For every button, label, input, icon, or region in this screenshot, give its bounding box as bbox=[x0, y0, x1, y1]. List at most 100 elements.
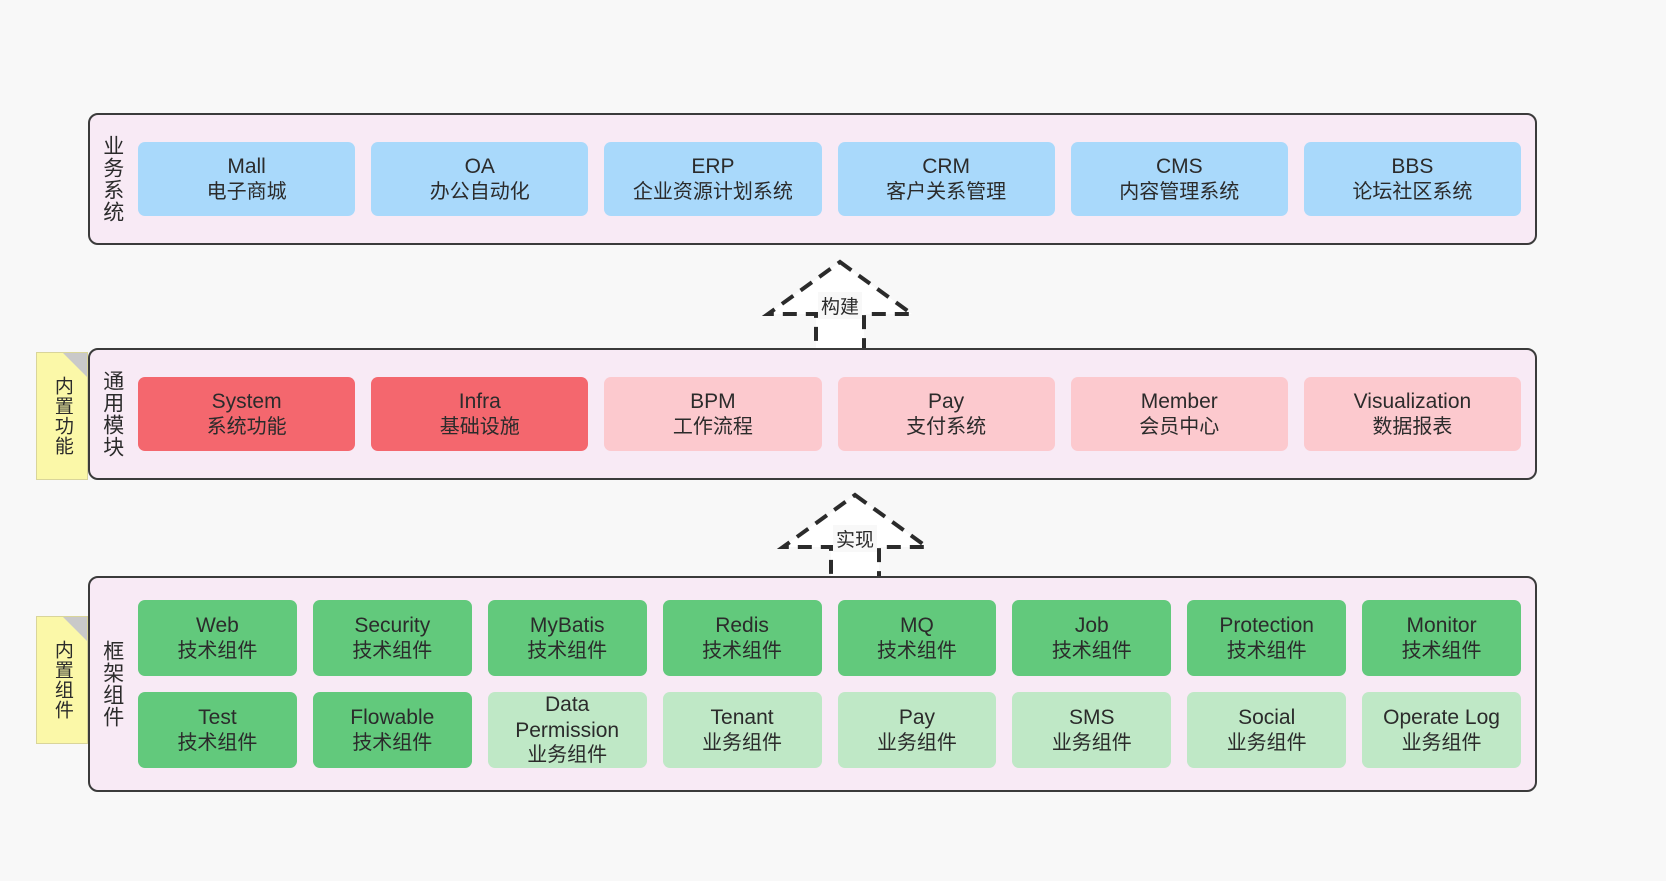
card-title: Infra bbox=[458, 390, 501, 413]
note-builtin-functions: 内置功能 bbox=[36, 352, 88, 480]
card-subtitle: 工作流程 bbox=[672, 415, 753, 438]
card-cms[interactable]: CMS 内容管理系统 bbox=[1070, 142, 1288, 216]
card-subtitle: 技术组件 bbox=[352, 639, 433, 662]
card-subtitle: 技术组件 bbox=[177, 639, 258, 662]
page-fold-icon bbox=[63, 617, 87, 641]
card-title: Test bbox=[198, 706, 237, 729]
card-subtitle: 技术组件 bbox=[1226, 639, 1307, 662]
card-title: System bbox=[211, 390, 282, 413]
card-web[interactable]: Web 技术组件 bbox=[138, 600, 297, 676]
card-bbs[interactable]: BBS 论坛社区系统 bbox=[1303, 142, 1522, 216]
card-subtitle: 论坛社区系统 bbox=[1352, 180, 1473, 203]
card-flowable[interactable]: Flowable 技术组件 bbox=[312, 692, 472, 768]
card-subtitle: 数据报表 bbox=[1372, 415, 1453, 438]
page-fold-icon bbox=[63, 353, 87, 377]
layer-body-framework-components: Web 技术组件 Security 技术组件 MyBatis 技术组件 Redi… bbox=[134, 578, 1535, 790]
card-title: BBS bbox=[1391, 155, 1434, 178]
card-subtitle: 技术组件 bbox=[876, 639, 957, 662]
card-system[interactable]: System 系统功能 bbox=[138, 377, 356, 451]
card-row: Web 技术组件 Security 技术组件 MyBatis 技术组件 Redi… bbox=[138, 600, 1521, 676]
card-subtitle: 企业资源计划系统 bbox=[632, 180, 793, 203]
card-oa[interactable]: OA 办公自动化 bbox=[371, 142, 589, 216]
layer-body-business-system: Mall 电子商城 OA 办公自动化 ERP 企业资源计划系统 CRM 客户关系… bbox=[134, 115, 1535, 243]
card-row: Mall 电子商城 OA 办公自动化 ERP 企业资源计划系统 CRM 客户关系… bbox=[138, 142, 1522, 216]
card-member[interactable]: Member 会员中心 bbox=[1070, 377, 1288, 451]
card-subtitle: 技术组件 bbox=[1401, 639, 1482, 662]
card-title: BPM bbox=[690, 390, 736, 413]
card-title: Data Permission bbox=[515, 693, 620, 742]
layer-common-modules: 通用模块 System 系统功能 Infra 基础设施 BPM 工作流程 Pay… bbox=[88, 348, 1537, 480]
layer-framework-components: 框架组件 Web 技术组件 Security 技术组件 MyBatis 技术组件… bbox=[88, 576, 1537, 792]
card-mq[interactable]: MQ 技术组件 bbox=[837, 600, 997, 676]
layer-business-system: 业务系统 Mall 电子商城 OA 办公自动化 ERP 企业资源计划系统 CRM… bbox=[88, 113, 1537, 245]
card-mybatis[interactable]: MyBatis 技术组件 bbox=[487, 600, 647, 676]
card-title: MyBatis bbox=[529, 614, 605, 637]
card-subtitle: 技术组件 bbox=[527, 639, 608, 662]
card-pay-component[interactable]: Pay 业务组件 bbox=[837, 692, 997, 768]
card-title: CRM bbox=[922, 155, 971, 178]
card-subtitle: 业务组件 bbox=[702, 731, 783, 754]
card-subtitle: 支付系统 bbox=[906, 415, 987, 438]
note-label: 内置功能 bbox=[51, 376, 73, 456]
connector-implement: 实现 bbox=[775, 489, 935, 587]
card-title: Operate Log bbox=[1383, 706, 1500, 729]
card-subtitle: 客户关系管理 bbox=[886, 180, 1007, 203]
note-builtin-components: 内置组件 bbox=[36, 616, 88, 744]
card-title: MQ bbox=[900, 614, 934, 637]
card-row: Test 技术组件 Flowable 技术组件 Data Permission … bbox=[138, 692, 1521, 768]
card-data-permission[interactable]: Data Permission 业务组件 bbox=[487, 692, 647, 768]
card-subtitle: 电子商城 bbox=[206, 180, 287, 203]
card-title: Mall bbox=[227, 155, 266, 178]
card-subtitle: 业务组件 bbox=[1226, 731, 1307, 754]
card-title: Social bbox=[1238, 706, 1296, 729]
card-subtitle: 业务组件 bbox=[1051, 731, 1132, 754]
card-title: Redis bbox=[715, 614, 769, 637]
card-crm[interactable]: CRM 客户关系管理 bbox=[837, 142, 1055, 216]
card-title: Tenant bbox=[710, 706, 774, 729]
card-subtitle: 内容管理系统 bbox=[1119, 180, 1240, 203]
card-row: System 系统功能 Infra 基础设施 BPM 工作流程 Pay 支付系统… bbox=[138, 377, 1522, 451]
card-operate-log[interactable]: Operate Log 业务组件 bbox=[1362, 692, 1521, 768]
card-subtitle: 技术组件 bbox=[1051, 639, 1132, 662]
card-redis[interactable]: Redis 技术组件 bbox=[662, 600, 822, 676]
connector-label: 构建 bbox=[817, 292, 863, 319]
card-pay-module[interactable]: Pay 支付系统 bbox=[837, 377, 1055, 451]
card-tenant[interactable]: Tenant 业务组件 bbox=[662, 692, 822, 768]
card-title: Protection bbox=[1219, 614, 1314, 637]
card-subtitle: 技术组件 bbox=[702, 639, 783, 662]
card-title: Pay bbox=[898, 706, 936, 729]
card-mall[interactable]: Mall 电子商城 bbox=[138, 142, 356, 216]
card-title: SMS bbox=[1069, 706, 1115, 729]
card-title: Visualization bbox=[1353, 390, 1472, 413]
card-subtitle: 基础设施 bbox=[439, 415, 520, 438]
card-subtitle: 业务组件 bbox=[1401, 731, 1482, 754]
card-bpm[interactable]: BPM 工作流程 bbox=[604, 377, 822, 451]
card-subtitle: 技术组件 bbox=[177, 731, 258, 754]
card-title: Web bbox=[196, 614, 239, 637]
layer-title-framework-components: 框架组件 bbox=[100, 640, 124, 728]
card-subtitle: 会员中心 bbox=[1139, 415, 1220, 438]
connector-label: 实现 bbox=[832, 525, 878, 552]
card-social[interactable]: Social 业务组件 bbox=[1187, 692, 1347, 768]
layer-title-common-modules: 通用模块 bbox=[100, 370, 124, 458]
card-subtitle: 办公自动化 bbox=[429, 180, 530, 203]
card-title: Monitor bbox=[1406, 614, 1477, 637]
card-subtitle: 业务组件 bbox=[876, 731, 957, 754]
card-title: CMS bbox=[1155, 155, 1203, 178]
card-visualization[interactable]: Visualization 数据报表 bbox=[1303, 377, 1522, 451]
card-title: Flowable bbox=[350, 706, 435, 729]
card-security[interactable]: Security 技术组件 bbox=[312, 600, 472, 676]
card-title: Member bbox=[1140, 390, 1218, 413]
card-infra[interactable]: Infra 基础设施 bbox=[371, 377, 589, 451]
card-monitor[interactable]: Monitor 技术组件 bbox=[1362, 600, 1521, 676]
card-title: Job bbox=[1074, 614, 1109, 637]
card-title: OA bbox=[464, 155, 495, 178]
card-subtitle: 技术组件 bbox=[352, 731, 433, 754]
layer-body-common-modules: System 系统功能 Infra 基础设施 BPM 工作流程 Pay 支付系统… bbox=[134, 350, 1535, 478]
card-job[interactable]: Job 技术组件 bbox=[1012, 600, 1172, 676]
card-protection[interactable]: Protection 技术组件 bbox=[1187, 600, 1347, 676]
card-erp[interactable]: ERP 企业资源计划系统 bbox=[604, 142, 822, 216]
card-test[interactable]: Test 技术组件 bbox=[138, 692, 297, 768]
card-sms[interactable]: SMS 业务组件 bbox=[1012, 692, 1172, 768]
